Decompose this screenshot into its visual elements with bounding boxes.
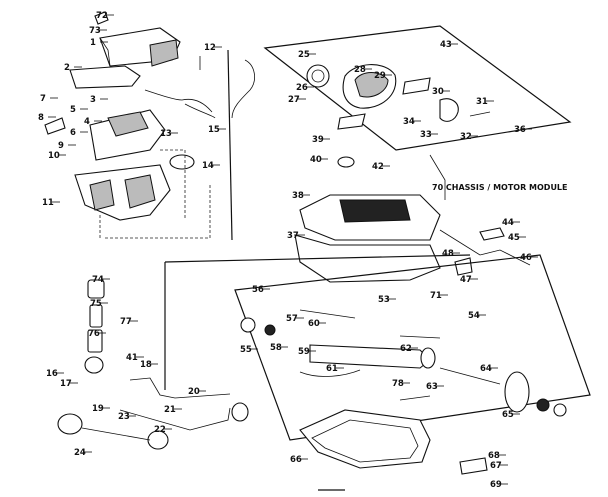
part-label-68: 68 — [488, 451, 500, 461]
part-label-9: 9 — [58, 141, 64, 151]
part-label-60: 60 — [308, 319, 320, 329]
part-label-48: 48 — [442, 249, 454, 259]
part-label-71: 71 — [430, 291, 442, 301]
part-label-20: 20 — [188, 387, 200, 397]
part-label-37: 37 — [287, 231, 299, 241]
part-label-15: 15 — [208, 125, 220, 135]
part-label-54: 54 — [468, 311, 480, 321]
part-label-34: 34 — [403, 117, 415, 127]
part-label-77: 77 — [120, 317, 132, 327]
part-label-72: 72 — [96, 11, 108, 21]
part-label-17: 17 — [60, 379, 72, 389]
part-label-24: 24 — [74, 448, 86, 458]
part-label-65: 65 — [502, 410, 514, 420]
part-label-45: 45 — [508, 233, 520, 243]
part-label-43: 43 — [440, 40, 452, 50]
part-label-2: 2 — [64, 63, 70, 73]
handle-part — [69, 65, 141, 89]
part-label-11: 11 — [42, 198, 54, 208]
part-label-46: 46 — [520, 253, 532, 263]
part-label-62: 62 — [400, 344, 412, 354]
part-label-4: 4 — [84, 117, 90, 127]
part-label-23: 23 — [118, 412, 130, 422]
part-label-13: 13 — [160, 129, 172, 139]
part-label-29: 29 — [374, 71, 386, 81]
motor-module-panel — [263, 25, 572, 151]
part-label-5: 5 — [70, 105, 76, 115]
part-label-53: 53 — [378, 295, 390, 305]
part-label-10: 10 — [48, 151, 60, 161]
agitator-panel — [164, 254, 591, 441]
chassis-group — [294, 154, 531, 283]
part-label-63: 63 — [426, 382, 438, 392]
part-label-25: 25 — [298, 50, 310, 60]
part-label-76: 76 — [88, 329, 100, 339]
divider-line — [227, 49, 233, 241]
part-label-8: 8 — [38, 113, 44, 123]
part-label-58: 58 — [270, 343, 282, 353]
part-label-21: 21 — [164, 405, 176, 415]
part-label-28: 28 — [354, 65, 366, 75]
part-label-1: 1 — [90, 38, 96, 48]
part-label-74: 74 — [92, 275, 104, 285]
module-caption: 70 CHASSIS / MOTOR MODULE — [432, 183, 568, 192]
hood-cover-group — [44, 11, 255, 241]
part-label-57: 57 — [286, 314, 298, 324]
part-label-59: 59 — [298, 347, 310, 357]
part-label-19: 19 — [92, 404, 104, 414]
part-label-31: 31 — [476, 97, 488, 107]
part-label-41: 41 — [126, 353, 138, 363]
part-label-6: 6 — [70, 128, 76, 138]
part-label-69: 69 — [490, 480, 502, 490]
wheels-axle-group — [57, 262, 249, 450]
part-label-64: 64 — [480, 364, 492, 374]
part-label-73: 73 — [89, 26, 101, 36]
part-label-56: 56 — [252, 285, 264, 295]
part-label-12: 12 — [204, 43, 216, 53]
part-label-38: 38 — [292, 191, 304, 201]
part-label-14: 14 — [202, 161, 214, 171]
part-label-26: 26 — [296, 83, 308, 93]
part-label-78: 78 — [392, 379, 404, 389]
part-label-44: 44 — [502, 218, 514, 228]
part-label-32: 32 — [460, 132, 472, 142]
part-label-67: 67 — [490, 461, 502, 471]
part-label-30: 30 — [432, 87, 444, 97]
part-label-33: 33 — [420, 130, 432, 140]
part-label-75: 75 — [90, 299, 102, 309]
part-label-16: 16 — [46, 369, 58, 379]
base-plate-group — [299, 409, 488, 491]
part-label-22: 22 — [154, 425, 166, 435]
part-labels: 7273121237856413910141115252627282930314… — [38, 11, 538, 490]
part-label-40: 40 — [310, 155, 322, 165]
part-label-7: 7 — [40, 94, 46, 104]
part-label-55: 55 — [240, 345, 252, 355]
part-label-66: 66 — [290, 455, 302, 465]
part-label-39: 39 — [312, 135, 324, 145]
part-label-47: 47 — [460, 275, 472, 285]
part-label-27: 27 — [288, 95, 300, 105]
part-label-42: 42 — [372, 162, 384, 172]
part-label-18: 18 — [140, 360, 152, 370]
part-label-61: 61 — [326, 364, 338, 374]
part-label-3: 3 — [90, 95, 96, 105]
part-label-36: 36 — [514, 125, 526, 135]
